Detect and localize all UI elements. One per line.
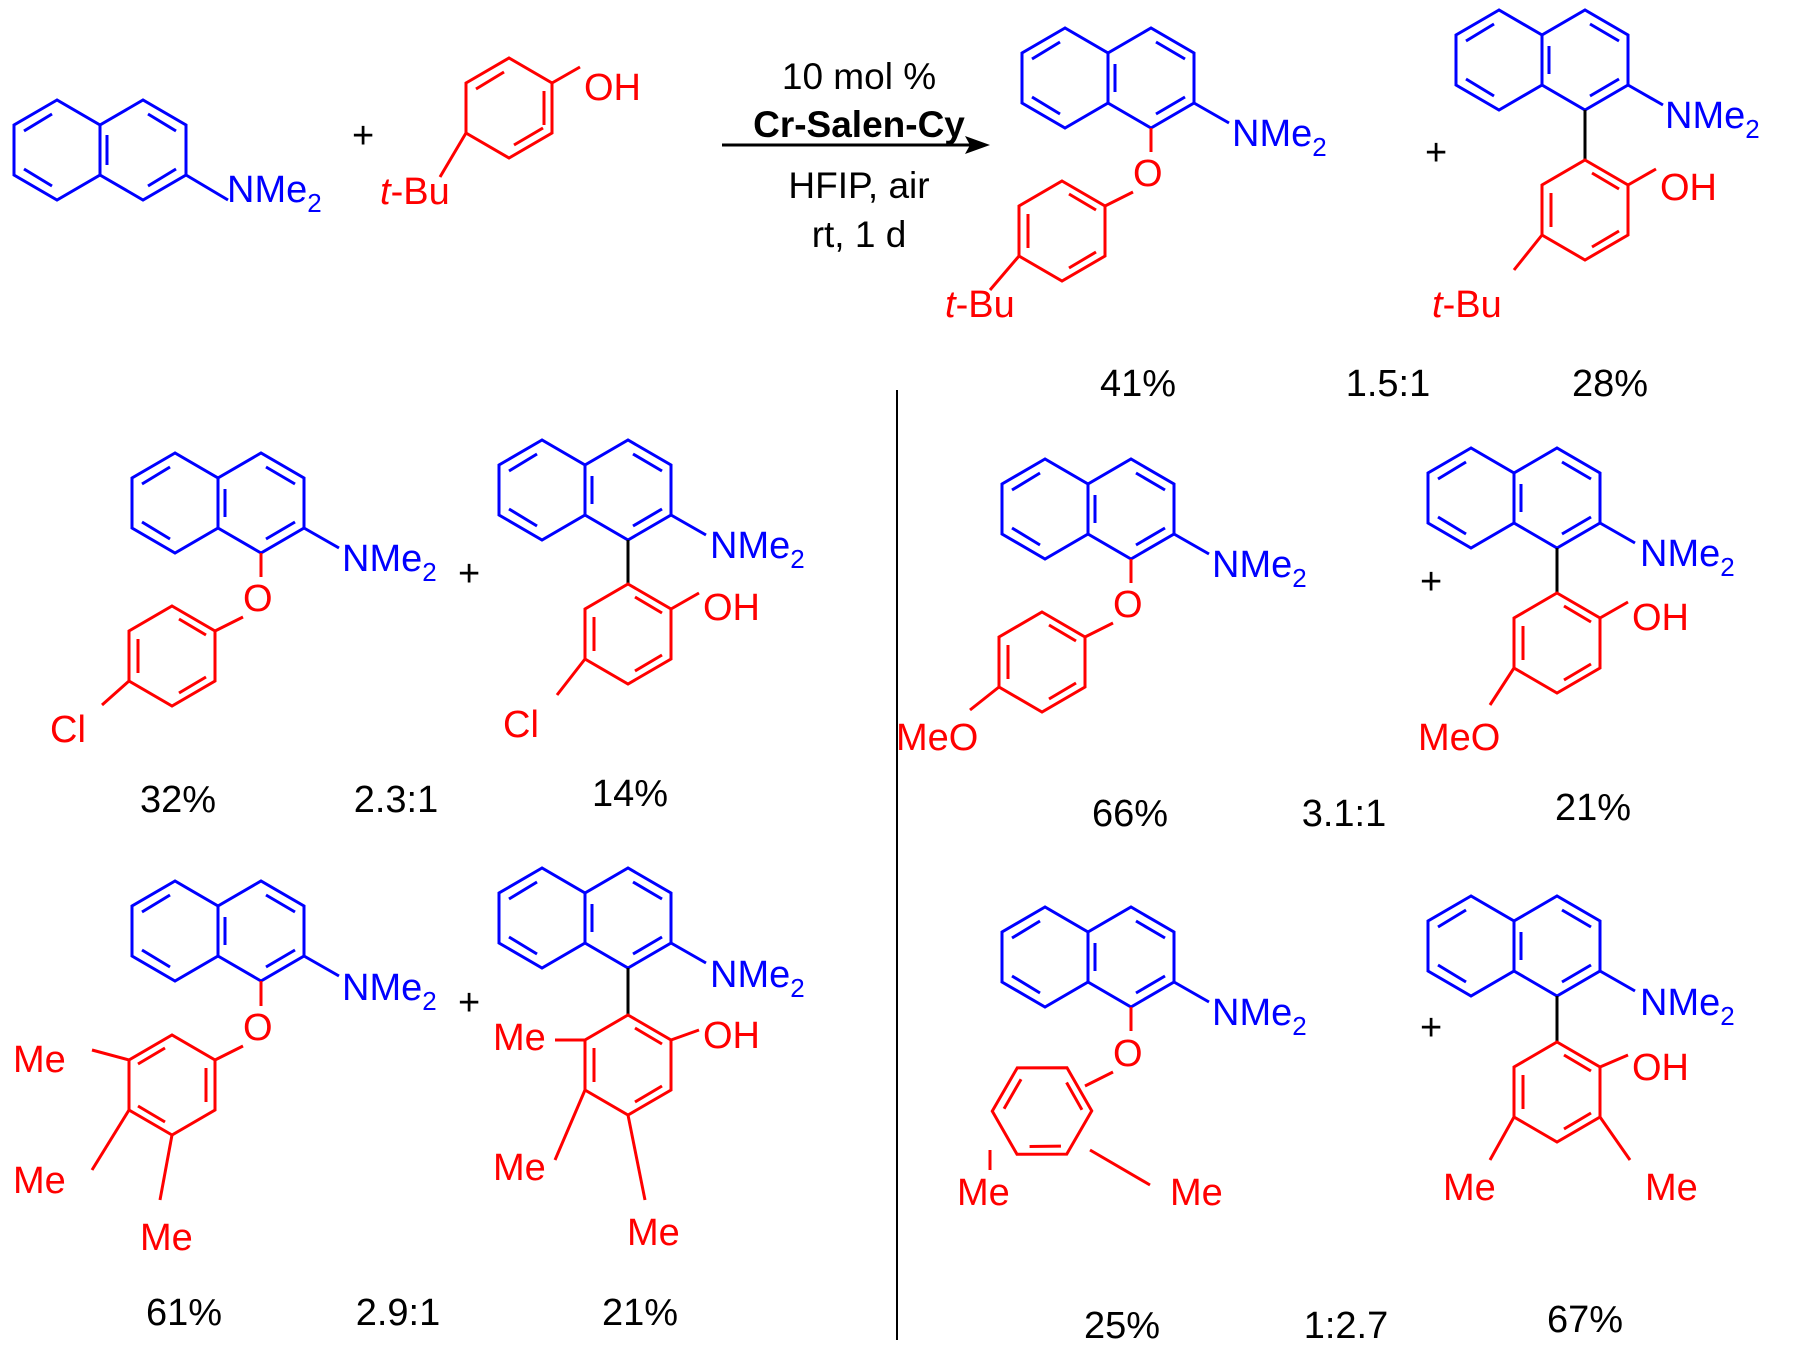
svg-text:OH: OH xyxy=(703,587,760,629)
product-biaryl-ome: NMe2 OH MeO xyxy=(1418,446,1735,759)
svg-text:t-Bu: t-Bu xyxy=(945,284,1015,326)
svg-text:MeO: MeO xyxy=(1418,717,1500,759)
time-conditions: rt, 1 d xyxy=(812,214,907,255)
ratio-2: 2.3:1 xyxy=(354,779,439,821)
svg-text:Me: Me xyxy=(1170,1172,1223,1214)
svg-text:+: + xyxy=(458,553,480,595)
svg-text:Me: Me xyxy=(493,1017,546,1059)
svg-text:Cl: Cl xyxy=(50,709,86,751)
product-ether-ome: NMe2 O MeO xyxy=(896,457,1307,759)
svg-text:t-Bu: t-Bu xyxy=(1432,284,1502,326)
svg-text:OH: OH xyxy=(703,1015,760,1057)
yield-biaryl-4: 21% xyxy=(602,1292,678,1334)
catalyst-name: Cr-Salen-Cy xyxy=(753,104,965,145)
svg-text:OH: OH xyxy=(1632,1047,1689,1089)
plus-sign: + xyxy=(352,115,374,157)
svg-text:OH: OH xyxy=(1660,167,1717,209)
svg-text:NMe2: NMe2 xyxy=(342,967,437,1016)
svg-text:NMe2: NMe2 xyxy=(1640,533,1735,582)
yield-biaryl-3: 21% xyxy=(1555,787,1631,829)
product-ether-dimethyl: NMe2 O Me Me xyxy=(957,905,1307,1214)
svg-text:OH: OH xyxy=(1632,597,1689,639)
yield-ether-5: 25% xyxy=(1084,1305,1160,1347)
svg-text:+: + xyxy=(1425,132,1447,174)
reaction-arrow xyxy=(722,136,990,154)
svg-text:+: + xyxy=(1420,1007,1442,1049)
ratio-4: 2.9:1 xyxy=(356,1292,441,1334)
product-biaryl-trimethyl: NMe2 OH Me Me Me xyxy=(493,866,805,1254)
solvent-conditions: HFIP, air xyxy=(788,165,929,206)
svg-text:Me: Me xyxy=(627,1212,680,1254)
svg-text:O: O xyxy=(1133,153,1163,195)
svg-text:NMe2: NMe2 xyxy=(1212,544,1307,593)
svg-text:Me: Me xyxy=(140,1217,193,1259)
ratio-3: 3.1:1 xyxy=(1302,793,1387,835)
svg-text:O: O xyxy=(243,578,273,620)
svg-text:+: + xyxy=(1420,561,1442,603)
product-biaryl-dimethyl: NMe2 OH Me Me xyxy=(1426,894,1735,1209)
svg-text:NMe2: NMe2 xyxy=(710,525,805,574)
ratio-5: 1:2.7 xyxy=(1304,1305,1389,1347)
ratio-1: 1.5:1 xyxy=(1346,363,1431,405)
svg-text:Me: Me xyxy=(13,1160,66,1202)
starting-amine: NMe2 xyxy=(12,98,322,218)
yield-ether-3: 66% xyxy=(1092,793,1168,835)
svg-text:O: O xyxy=(1113,1033,1143,1075)
svg-text:MeO: MeO xyxy=(896,717,978,759)
yield-biaryl-5: 67% xyxy=(1547,1299,1623,1341)
svg-text:Me: Me xyxy=(957,1172,1010,1214)
svg-text:O: O xyxy=(243,1007,273,1049)
svg-text:Me: Me xyxy=(13,1039,66,1081)
svg-text:NMe2: NMe2 xyxy=(1640,982,1735,1031)
svg-text:NMe2: NMe2 xyxy=(1665,95,1760,144)
yield-biaryl-2: 14% xyxy=(592,773,668,815)
svg-text:NMe2: NMe2 xyxy=(342,538,437,587)
tbu-label: t-Bu xyxy=(380,171,450,213)
yield-biaryl-1: 28% xyxy=(1572,363,1648,405)
product-ether-tbu: NMe2 O t-Bu xyxy=(945,26,1327,326)
svg-text:Me: Me xyxy=(1443,1167,1496,1209)
catalyst-loading: 10 mol % xyxy=(782,56,936,97)
product-biaryl-cl: NMe2 OH Cl xyxy=(497,438,805,746)
svg-text:NMe2: NMe2 xyxy=(1212,992,1307,1041)
yield-ether-2: 32% xyxy=(140,779,216,821)
svg-text:NMe2: NMe2 xyxy=(710,954,805,1003)
svg-text:O: O xyxy=(1113,584,1143,626)
oh-label: OH xyxy=(584,67,641,109)
svg-text:Cl: Cl xyxy=(503,704,539,746)
svg-text:+: + xyxy=(458,982,480,1024)
product-biaryl-tbu: NMe2 OH t-Bu xyxy=(1432,8,1760,326)
svg-text:NMe2: NMe2 xyxy=(1232,113,1327,162)
svg-text:Me: Me xyxy=(1645,1167,1698,1209)
svg-text:Me: Me xyxy=(493,1147,546,1189)
nme2-label: NMe xyxy=(227,169,307,211)
svg-text:NMe2: NMe2 xyxy=(227,169,322,218)
starting-phenol: OH t-Bu xyxy=(380,56,641,213)
product-ether-trimethyl: NMe2 O Me Me Me xyxy=(13,879,437,1259)
product-ether-cl: NMe2 O Cl xyxy=(50,451,437,751)
yield-ether-4: 61% xyxy=(146,1292,222,1334)
yield-ether-1: 41% xyxy=(1100,363,1176,405)
